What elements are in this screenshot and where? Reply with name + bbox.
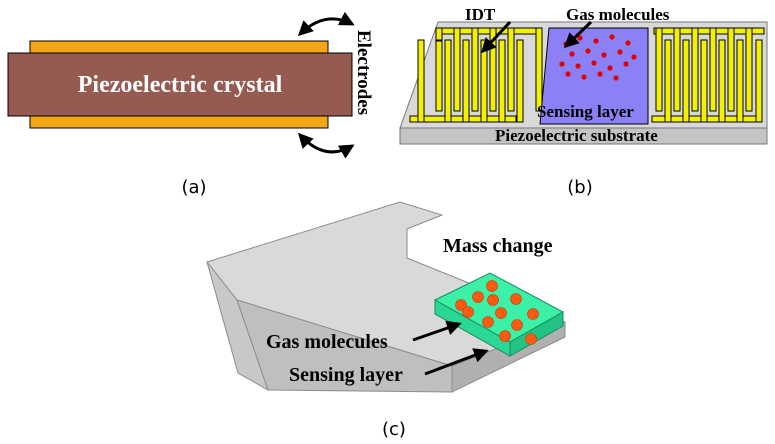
sensing-arrow-c — [424, 348, 489, 376]
sensing-layer-label-b: Sensing layer — [537, 102, 634, 121]
electrodes-label: Electrodes — [353, 30, 374, 115]
sensing-layer-c-right — [509, 311, 564, 357]
top-curved-arrow — [297, 11, 355, 37]
piezoelectric-crystal — [7, 52, 353, 117]
panel-b: IDT Gas molecules Sensing layer Piezoele… — [399, 5, 768, 198]
substrate-label: Piezoelectric substrate — [495, 126, 658, 145]
panel-a: Piezoelectric crystal Electrodes (a) — [7, 11, 374, 198]
gas-molecules-label-b: Gas molecules — [566, 5, 670, 24]
gas-molecules-dots-c — [455, 280, 539, 345]
gas-molecules-label-c: Gas molecules — [266, 331, 388, 353]
idt-left — [409, 27, 543, 123]
idt-right — [651, 27, 765, 123]
bottom-curved-arrow — [297, 132, 355, 159]
caption-b: (b) — [567, 177, 592, 198]
gas-arrow-c — [412, 320, 462, 342]
crystal-label: Piezoelectric crystal — [78, 72, 283, 98]
gas-arrow-b — [563, 20, 593, 49]
substrate-front — [399, 127, 768, 145]
idt-arrow — [480, 20, 512, 54]
caption-a: (a) — [181, 177, 206, 198]
panel-c: Mass change Gas molecules Sensing layer … — [206, 201, 567, 440]
idt-label: IDT — [465, 5, 496, 24]
mass-change-label: Mass change — [443, 235, 553, 257]
caption-c: (c) — [382, 419, 406, 440]
sensing-layer-label-c: Sensing layer — [289, 364, 403, 386]
